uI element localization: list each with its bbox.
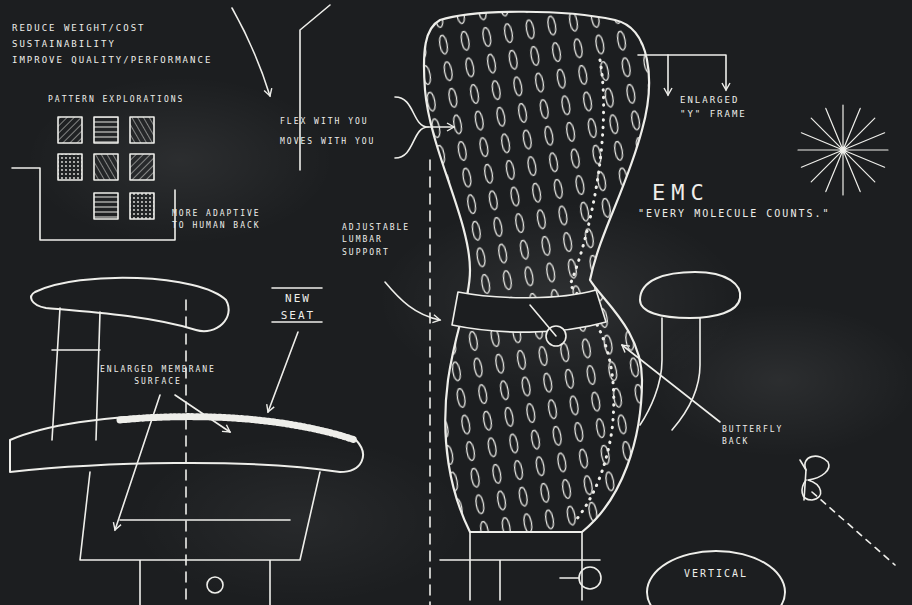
- leader-arrow: [638, 55, 726, 90]
- dashed-path: [812, 492, 895, 565]
- chalk-label: MOVES WITH YOU: [280, 136, 375, 148]
- lumbar-lever: [530, 305, 556, 336]
- seat-edge-ridges: [120, 417, 355, 440]
- leader-arrow: [115, 395, 160, 530]
- chalk-label: ADJUSTABLE LUMBAR SUPPORT: [342, 222, 428, 259]
- chalk-label: REDUCE WEIGHT/COST: [12, 22, 146, 36]
- knob: [207, 577, 223, 593]
- leader-arrow: [268, 332, 298, 412]
- chalk-label: BUTTERFLY BACK: [722, 424, 804, 449]
- armrest-pad: [31, 278, 228, 331]
- chalk-label: ENLARGED "Y" FRAME: [680, 94, 758, 122]
- pattern-swatch: [130, 154, 154, 180]
- badge-text: VERTICAL: [648, 566, 784, 582]
- chalk-label: EMC: [652, 176, 710, 210]
- armrest-post: [640, 318, 700, 430]
- lumbar-band: [452, 290, 606, 332]
- leader-arrow: [385, 282, 440, 320]
- chalk-label: NEW SEAT: [272, 290, 324, 324]
- leader-arrow: [175, 395, 230, 432]
- oval-badge: VERTICAL: [646, 550, 786, 605]
- pattern-swatch: [94, 117, 118, 143]
- chalk-label: PATTERN EXPLORATIONS: [48, 94, 184, 106]
- chalk-label: FLEX WITH YOU: [280, 116, 369, 128]
- chalk-label: IMPROVE QUALITY/PERFORMANCE: [12, 54, 212, 68]
- starburst: [798, 105, 888, 195]
- dotted-edge: [570, 60, 614, 520]
- chalk-label: ENLARGED MEMBRANE SURFACE: [88, 364, 228, 389]
- pattern-swatch: [58, 117, 82, 143]
- leader-arrow: [232, 8, 270, 96]
- seat-mechanism: [80, 472, 320, 605]
- brace: [395, 97, 428, 158]
- leader-arrow: [622, 345, 720, 422]
- base-frame: [440, 532, 600, 600]
- chalk-label: MORE ADAPTIVE TO HUMAN BACK: [172, 208, 280, 233]
- knob-stem: [560, 577, 579, 579]
- seat-pan: [10, 415, 363, 472]
- mesh-back: [424, 12, 649, 532]
- armrest-pad: [640, 272, 740, 318]
- leader-arrow: [667, 55, 669, 95]
- chalk-label: SUSTAINABILITY: [12, 38, 116, 52]
- pattern-swatch: [94, 193, 118, 219]
- knob: [579, 567, 601, 589]
- pattern-swatch: [130, 117, 154, 143]
- pattern-swatch: [130, 193, 154, 219]
- chalk-label: "EVERY MOLECULE COUNTS.": [638, 206, 831, 222]
- center-line: [429, 160, 431, 605]
- pattern-swatch: [94, 154, 118, 180]
- butterfly-body: [800, 460, 806, 500]
- pattern-swatch: [58, 154, 82, 180]
